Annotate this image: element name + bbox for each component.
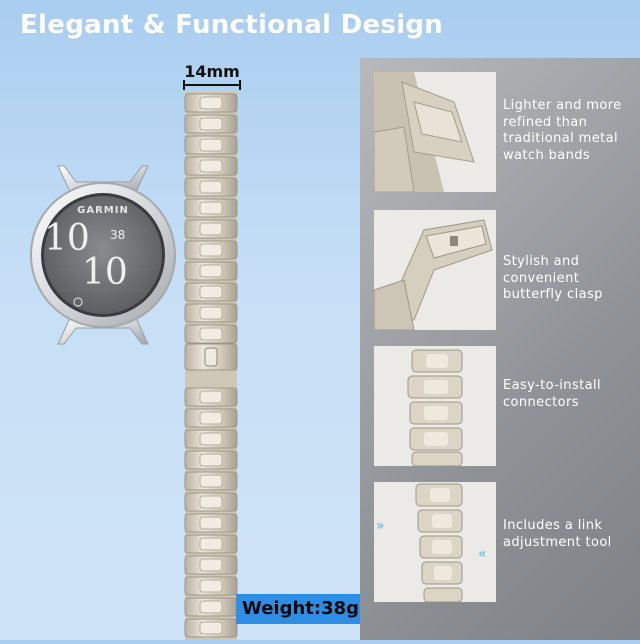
band-link-center: [199, 264, 223, 278]
band-link-center: [199, 453, 223, 467]
band-width-measure: 14mm: [182, 62, 242, 92]
band-link-center: [199, 285, 223, 299]
feature-text-1: Lighter and more refined than traditiona…: [503, 98, 622, 163]
band-width-label: 14mm: [184, 62, 240, 81]
feature-text-3: Easy-to-install connectors: [503, 378, 602, 410]
band-link-center: [199, 390, 223, 404]
band-link-center: [199, 537, 223, 551]
band-link-center: [199, 579, 223, 593]
band-link-center: [199, 201, 223, 215]
band-link-center: [199, 474, 223, 488]
band-link-center: [199, 222, 223, 236]
band-link-center: [199, 327, 223, 341]
watch-brand: GARMIN: [77, 205, 129, 216]
watch-seconds: 38: [110, 228, 126, 242]
band-link-center: [199, 432, 223, 446]
band-link-center: [199, 306, 223, 320]
feature-image-link-tool: [374, 482, 496, 602]
feature-text-4: Includes a link adjustment tool: [503, 518, 612, 550]
band-link-center: [199, 138, 223, 152]
band-link-center: [199, 516, 223, 530]
weight-badge: Weight:38g: [236, 594, 366, 624]
watch-minute: 10: [82, 252, 128, 293]
band-link-center: [199, 180, 223, 194]
feature-text-2: Stylish and convenient butterfly clasp: [503, 254, 603, 302]
feature-image-connector: [374, 346, 496, 466]
headline: Elegant & Functional Design: [20, 10, 444, 40]
watch-image: GARMIN 10 10 38: [18, 160, 188, 350]
feature-image-band-closeup: [374, 72, 496, 192]
band-link-center: [199, 600, 223, 614]
band-link-center: [199, 117, 223, 131]
feature-image-butterfly-clasp: [374, 210, 496, 330]
chevron-right-icon: »: [376, 518, 385, 534]
band-link-center: [199, 159, 223, 173]
band-link-center: [199, 411, 223, 425]
band-link-center: [199, 96, 223, 110]
band-link-center: [199, 621, 223, 635]
chevron-left-icon: «: [478, 546, 487, 562]
measure-bracket: [183, 80, 241, 90]
watch-hour: 10: [44, 218, 90, 259]
watch-band-image: [183, 92, 239, 640]
band-link-center: [199, 495, 223, 509]
band-link-center: [199, 243, 223, 257]
band-link-center: [199, 558, 223, 572]
